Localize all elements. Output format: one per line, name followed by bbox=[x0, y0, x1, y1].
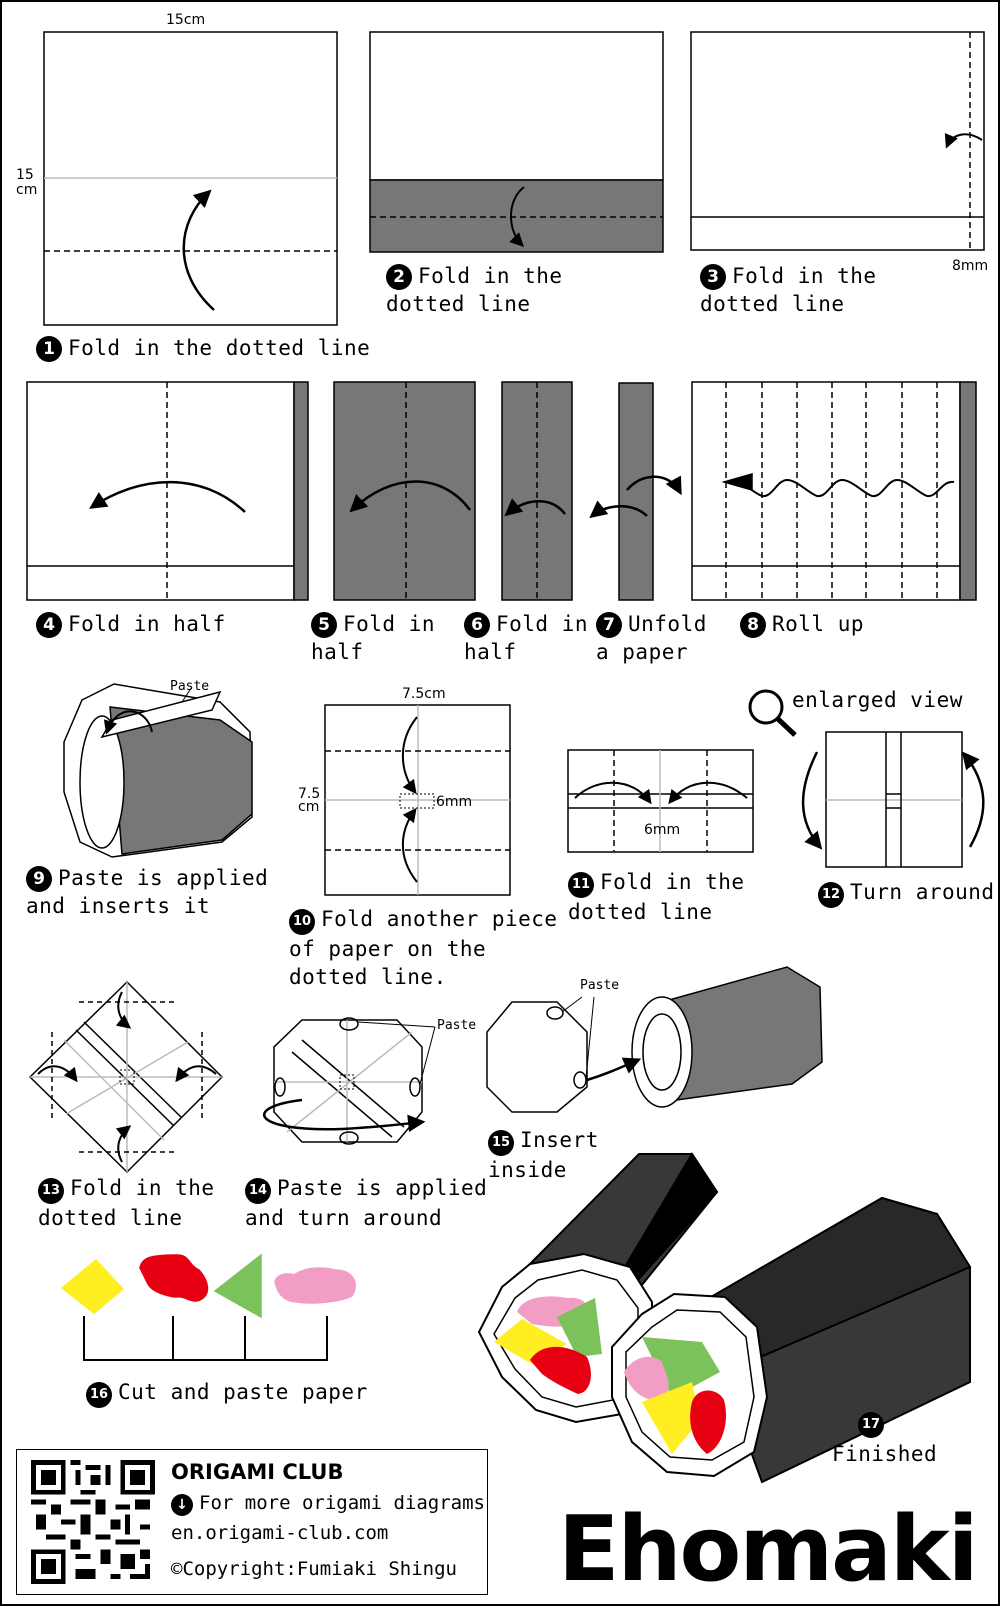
step-10-figure bbox=[324, 704, 511, 896]
page-title: Ehomaki bbox=[558, 1497, 979, 1602]
step-10-number: 10 bbox=[289, 909, 315, 935]
paste-label-step14: Paste bbox=[437, 1018, 477, 1033]
step-16-figure bbox=[60, 1253, 356, 1361]
step-12-number: 12 bbox=[818, 882, 844, 908]
step-5-number: 5 bbox=[311, 612, 337, 638]
copyright-text: ©Copyright:Fumiaki Shingu bbox=[171, 1558, 457, 1580]
step-14-number: 14 bbox=[245, 1178, 271, 1204]
step-13-number: 13 bbox=[38, 1178, 64, 1204]
step-15-number: 15 bbox=[488, 1130, 514, 1156]
step-7-number: 7 bbox=[596, 612, 622, 638]
paste-label-step15: Paste bbox=[580, 978, 620, 993]
step-7-figure bbox=[589, 382, 682, 601]
step-4-number: 4 bbox=[36, 612, 62, 638]
step-3-number: 3 bbox=[700, 264, 726, 290]
more-diagrams-label: For more origami diagrams bbox=[199, 1492, 485, 1514]
step-8-number: 8 bbox=[740, 612, 766, 638]
step-11-number: 11 bbox=[568, 872, 594, 898]
measure-15cm-width: 15cm bbox=[166, 12, 206, 28]
step-11-figure bbox=[567, 749, 754, 853]
step-2-figure bbox=[369, 31, 664, 253]
step-17-label: Finished bbox=[832, 1442, 938, 1466]
more-diagrams-text: ↓ For more origami diagrams bbox=[171, 1492, 485, 1516]
step-3-figure bbox=[690, 31, 985, 251]
credit-box: ORIGAMI CLUB ↓For more origami diagrams … bbox=[16, 1449, 488, 1595]
step-1-figure bbox=[43, 31, 338, 326]
brand-name: ORIGAMI CLUB bbox=[171, 1460, 344, 1484]
site-link[interactable]: en.origami-club.com bbox=[171, 1522, 389, 1544]
measure-8mm: 8mm bbox=[952, 258, 989, 274]
step-6-figure bbox=[501, 381, 573, 601]
measure-6mm-step11: 6mm bbox=[644, 822, 681, 838]
step-1-number: 1 bbox=[36, 336, 62, 362]
step-6-number: 6 bbox=[464, 612, 490, 638]
step-17-number-label: 17 bbox=[858, 1408, 890, 1438]
step-2-number: 2 bbox=[386, 264, 412, 290]
step-4-figure bbox=[26, 381, 309, 601]
step-13-figure bbox=[28, 980, 224, 1174]
step-17-number: 17 bbox=[858, 1412, 884, 1438]
measure-6mm-step10: 6mm bbox=[436, 794, 473, 810]
step-17-figure bbox=[477, 1152, 972, 1484]
measure-7-5cm-height: 7.5 cm bbox=[298, 786, 321, 815]
step-8-figure bbox=[691, 381, 977, 601]
step-5-figure bbox=[333, 381, 476, 601]
step-14-figure bbox=[262, 1017, 436, 1145]
arrow-down-icon: ↓ bbox=[171, 1494, 193, 1516]
step-12-figure bbox=[748, 689, 985, 868]
measure-15cm-height: 15 cm bbox=[16, 167, 38, 198]
enlarged-view-label: enlarged view bbox=[792, 688, 963, 712]
step-16-number: 16 bbox=[86, 1382, 112, 1408]
qr-code-icon bbox=[31, 1460, 155, 1584]
paste-label-step9: Paste bbox=[170, 679, 210, 694]
step-15-figure bbox=[486, 966, 823, 1113]
step-9-figure bbox=[63, 683, 253, 858]
step-9-number: 9 bbox=[26, 866, 52, 892]
measure-7-5cm-width: 7.5cm bbox=[402, 686, 446, 702]
